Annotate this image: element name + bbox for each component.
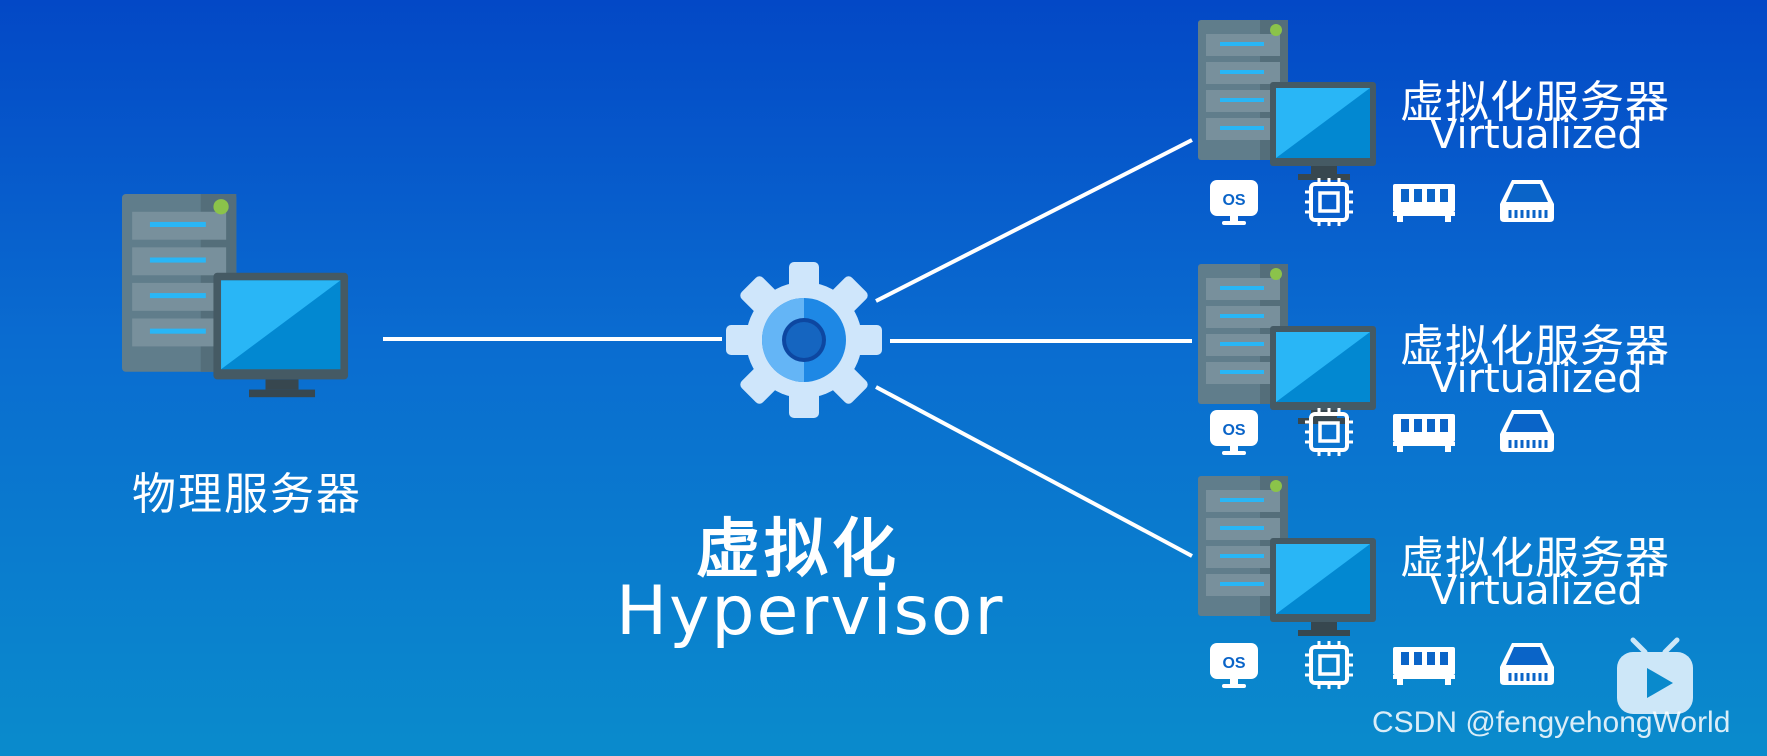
- hypervisor-subtitle: Hypervisor: [616, 572, 1004, 651]
- virtual-server-3-sublabel: Virtualized: [1430, 568, 1643, 614]
- disk-icon: [1500, 180, 1554, 222]
- physical-server-icon: [122, 194, 348, 397]
- play-mascot-icon: [1617, 640, 1693, 714]
- virtual-server-2-icon: [1198, 264, 1376, 424]
- disk-icon: [1500, 410, 1554, 452]
- memory-icon: [1393, 647, 1455, 685]
- connector-line-to-vm-3: [876, 387, 1192, 556]
- os-icon: [1210, 643, 1258, 688]
- virtual-server-1-icon: [1198, 20, 1376, 180]
- virtual-server-1-sublabel: Virtualized: [1430, 112, 1643, 158]
- gear-icon: [726, 262, 882, 418]
- connector-line-to-vm-1: [876, 140, 1192, 301]
- physical-server-label: 物理服务器: [132, 458, 362, 522]
- cpu-icon: [1305, 408, 1353, 456]
- cpu-icon: [1305, 178, 1353, 226]
- memory-icon: [1393, 414, 1455, 452]
- watermark-text: CSDN @fengyehongWorld: [1372, 706, 1730, 740]
- os-icon: [1210, 180, 1258, 225]
- memory-icon: [1393, 184, 1455, 222]
- virtual-server-3-icon: [1198, 476, 1376, 636]
- os-icon: [1210, 410, 1258, 455]
- virtual-server-2-sublabel: Virtualized: [1430, 356, 1643, 402]
- disk-icon: [1500, 643, 1554, 685]
- cpu-icon: [1305, 641, 1353, 689]
